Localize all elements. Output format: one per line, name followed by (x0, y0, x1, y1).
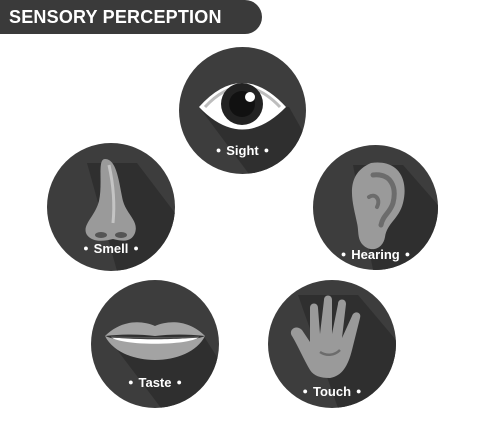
page-title: SENSORY PERCEPTION (9, 6, 222, 27)
sense-smell: ●Smell● (47, 143, 175, 271)
hand-icon (290, 295, 396, 408)
sense-label-taste: ●Taste● (128, 375, 182, 390)
sense-touch: ●Touch● (268, 280, 396, 408)
ear-icon (351, 162, 438, 270)
sense-label-touch: ●Touch● (302, 384, 362, 399)
sense-hearing: ●Hearing● (313, 145, 438, 270)
lips-icon (105, 322, 219, 408)
sense-taste: ●Taste● (91, 280, 219, 408)
nose-icon (85, 159, 175, 271)
sense-label-smell: ●Smell● (83, 241, 139, 256)
header-banner: SENSORY PERCEPTION (0, 0, 262, 34)
eye-icon (199, 83, 306, 174)
sense-label-sight: ●Sight● (215, 143, 270, 158)
sense-label-hearing: ●Hearing● (340, 247, 411, 262)
sense-sight: ●Sight● (179, 47, 306, 174)
